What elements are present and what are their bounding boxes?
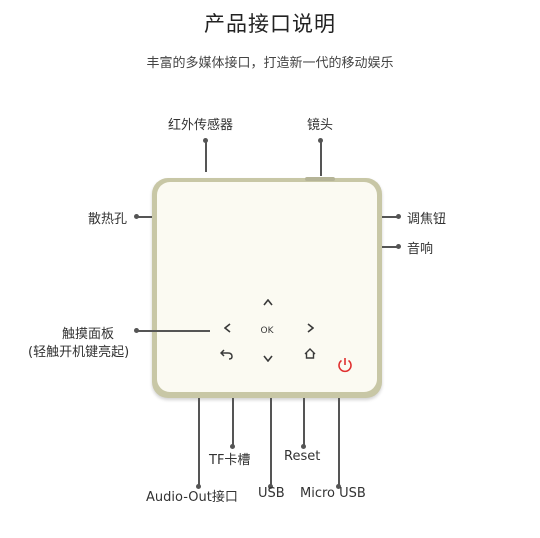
tf-slot-label: TF卡槽: [209, 453, 251, 468]
power-icon: [336, 356, 354, 374]
touch-panel-note: (轻触开机键亮起): [28, 345, 130, 360]
usb-label: USB: [258, 486, 285, 501]
reset-line: [303, 398, 305, 446]
tf-slot-line: [232, 398, 234, 446]
vent-line: [136, 216, 152, 218]
right-arrow-icon: [303, 323, 317, 337]
lens-line: [320, 140, 322, 176]
focus-knob-dot: [396, 214, 401, 219]
focus-knob-line: [382, 216, 398, 218]
audio-out-label: Audio-Out接口: [146, 490, 238, 505]
audio-out-dot: [196, 484, 201, 489]
reset-dot: [301, 444, 306, 449]
lens-ridge: [305, 177, 335, 181]
focus-knob-label: 调焦钮: [407, 212, 447, 227]
ir-sensor-line: [205, 140, 207, 172]
vent-label: 散热孔: [88, 212, 128, 227]
speaker-line: [382, 246, 398, 248]
home-icon: [302, 348, 318, 363]
page-subtitle: 丰富的多媒体接口，打造新一代的移动娱乐: [146, 56, 394, 71]
speaker-dot: [396, 244, 401, 249]
back-icon: [218, 349, 234, 364]
speaker-label: 音响: [407, 242, 434, 257]
page-title: 产品接口说明: [204, 12, 336, 36]
audio-out-line: [198, 398, 200, 486]
vent-dot: [134, 214, 139, 219]
lens-label: 镜头: [307, 118, 334, 133]
projector-top-face: [157, 182, 377, 392]
usb-dot: [268, 484, 273, 489]
left-arrow-icon: [220, 323, 234, 337]
reset-label: Reset: [284, 449, 321, 464]
usb-line: [270, 398, 272, 486]
touch-panel-line: [136, 330, 210, 332]
tf-slot-dot: [230, 444, 235, 449]
ok-label: OK: [260, 326, 274, 336]
micro-usb-label: Micro USB: [300, 486, 366, 501]
micro-usb-line: [338, 398, 340, 486]
ir-sensor-label: 红外传感器: [168, 118, 234, 133]
touch-panel-label: 触摸面板: [62, 327, 115, 342]
up-arrow-icon: [261, 296, 275, 310]
down-arrow-icon: [261, 352, 275, 366]
micro-usb-dot: [336, 484, 341, 489]
